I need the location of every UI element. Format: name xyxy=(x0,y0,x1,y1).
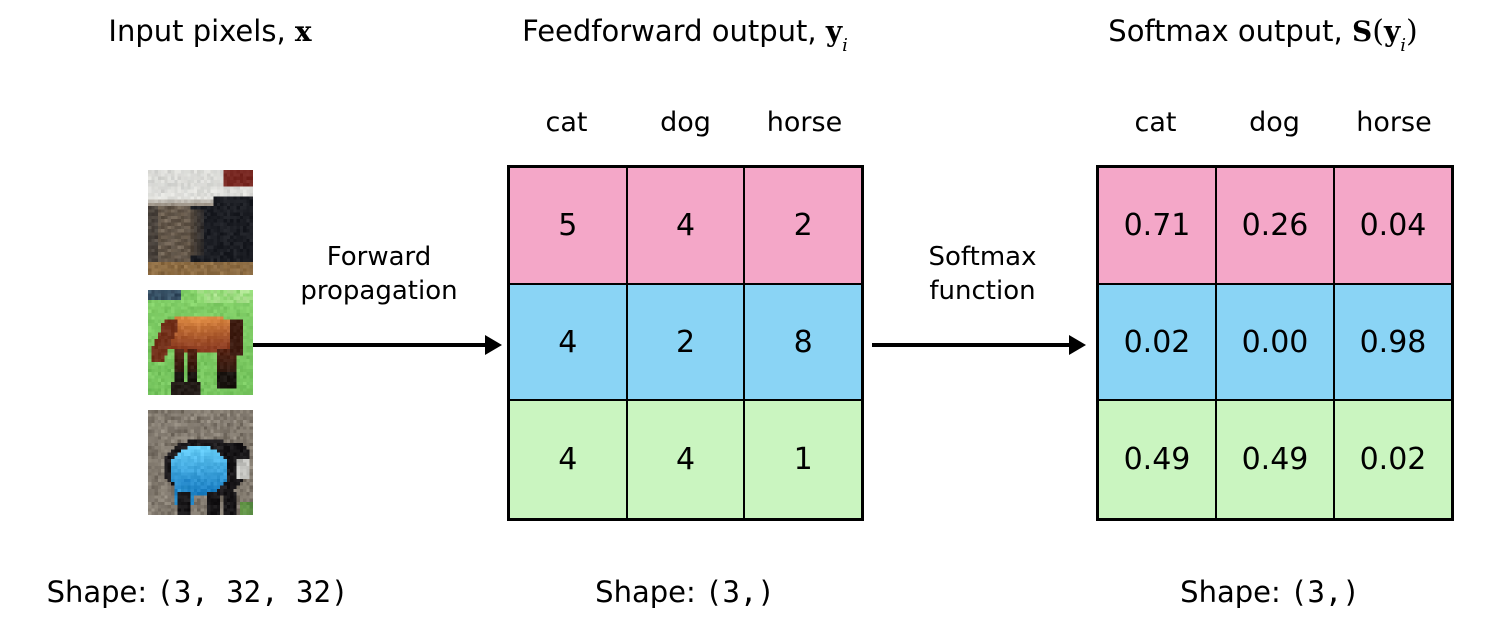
table-row: 0.49 0.49 0.02 xyxy=(1099,401,1451,519)
softmax-title-text: Softmax output, xyxy=(1108,14,1352,48)
logits-header-dog: dog xyxy=(660,107,711,138)
forward-propagation-arrow-line xyxy=(253,343,485,347)
table-row: 4 2 8 xyxy=(510,284,862,402)
feedforward-title-text: Feedforward output, xyxy=(522,14,826,48)
logits-table-header-row: cat dog horse xyxy=(507,107,864,138)
logits-header-cat: cat xyxy=(545,107,588,138)
softmax-title-symbol-y: y xyxy=(1383,15,1401,48)
cat-thumbnail-canvas xyxy=(148,170,253,275)
softmax-header-horse: horse xyxy=(1356,107,1432,138)
softmax-shape-prefix: Shape: xyxy=(1180,575,1290,609)
forward-propagation-arrow-head xyxy=(485,335,502,355)
softmax-cell-r0c2: 0.04 xyxy=(1335,168,1451,285)
softmax-function-arrow-line xyxy=(872,343,1069,347)
dog-thumbnail-canvas xyxy=(148,410,253,515)
horse-thumbnail xyxy=(148,290,253,395)
softmax-function-line1: Softmax xyxy=(928,242,1037,272)
forward-propagation-line2: propagation xyxy=(300,276,458,307)
softmax-column-title: Softmax output, S(yi) xyxy=(1040,14,1486,56)
softmax-cell-r2c0: 0.49 xyxy=(1099,401,1217,519)
softmax-cell-r2c2: 0.02 xyxy=(1359,442,1427,478)
softmax-table: 0.71 0.26 0.04 0.02 0.00 0.98 0.49 0.49 … xyxy=(1096,165,1454,521)
input-shape-prefix: Shape: xyxy=(46,575,157,609)
cat-thumbnail xyxy=(148,170,253,275)
softmax-title-subscript: i xyxy=(1400,34,1406,56)
softmax-table-header-row: cat dog horse xyxy=(1096,107,1454,138)
logits-cell-r0c2: 2 xyxy=(745,168,862,285)
input-column-title: Input pixels, x xyxy=(0,14,420,48)
feedforward-title-symbol: y xyxy=(825,15,843,48)
logits-header-horse: horse xyxy=(766,107,843,138)
input-shape-label: Shape: (3, 32, 32) xyxy=(0,575,395,609)
logits-cell-r2c1: 4 xyxy=(628,401,746,519)
logits-cell-r2c2: 1 xyxy=(793,442,813,478)
table-row: 4 4 1 xyxy=(510,401,861,519)
table-row: 5 4 2 xyxy=(510,168,862,285)
table-row: 0.02 0.00 0.98 xyxy=(1099,284,1451,402)
softmax-function-label: Softmax function xyxy=(875,240,1090,309)
table-row: 0.71 0.26 0.04 xyxy=(1099,168,1451,285)
softmax-cell-r0c0: 0.71 xyxy=(1099,168,1217,285)
softmax-header-dog: dog xyxy=(1249,107,1300,138)
forward-propagation-label: Forward propagation xyxy=(255,240,503,309)
softmax-cell-r1c0: 0.02 xyxy=(1099,284,1217,402)
logits-cell-r1c0: 4 xyxy=(510,284,628,402)
softmax-title-open-paren: ( xyxy=(1372,14,1384,49)
logits-cell-r2c0: 4 xyxy=(510,401,628,519)
logits-cell-r1c1: 2 xyxy=(627,284,746,402)
feedforward-title-subscript: i xyxy=(842,34,848,56)
feedforward-shape-prefix: Shape: xyxy=(595,575,705,609)
softmax-shape-tuple: (3,) xyxy=(1289,575,1360,609)
input-title-text: Input pixels, xyxy=(108,14,295,48)
softmax-cell-r1c2: 0.98 xyxy=(1335,285,1451,402)
forward-propagation-line1: Forward xyxy=(326,242,432,272)
feedforward-shape-tuple: (3,) xyxy=(704,575,775,609)
softmax-title-close-paren: ) xyxy=(1406,14,1418,49)
softmax-header-cat: cat xyxy=(1134,107,1177,138)
horse-thumbnail-canvas xyxy=(148,290,253,395)
softmax-function-line2: function xyxy=(929,276,1036,307)
feedforward-column-title: Feedforward output, yi xyxy=(465,14,905,56)
feedforward-shape-label: Shape: (3,) xyxy=(545,575,825,609)
logits-table: 5 4 2 4 2 8 4 4 1 xyxy=(507,165,864,521)
logits-cell-r0c1: 4 xyxy=(627,168,746,285)
softmax-shape-label: Shape: (3,) xyxy=(1130,575,1410,609)
softmax-cell-r0c1: 0.26 xyxy=(1217,168,1335,285)
input-shape-tuple: (3, 32, 32) xyxy=(156,575,349,609)
dog-thumbnail xyxy=(148,410,253,515)
logits-cell-r0c0: 5 xyxy=(510,168,628,285)
softmax-cell-r1c1: 0.00 xyxy=(1217,284,1335,402)
softmax-cell-r2c1: 0.49 xyxy=(1217,401,1335,519)
logits-cell-r1c2: 8 xyxy=(745,285,862,402)
softmax-title-symbol: S xyxy=(1352,15,1373,48)
softmax-function-arrow-head xyxy=(1069,335,1086,355)
input-title-symbol: x xyxy=(294,15,312,48)
